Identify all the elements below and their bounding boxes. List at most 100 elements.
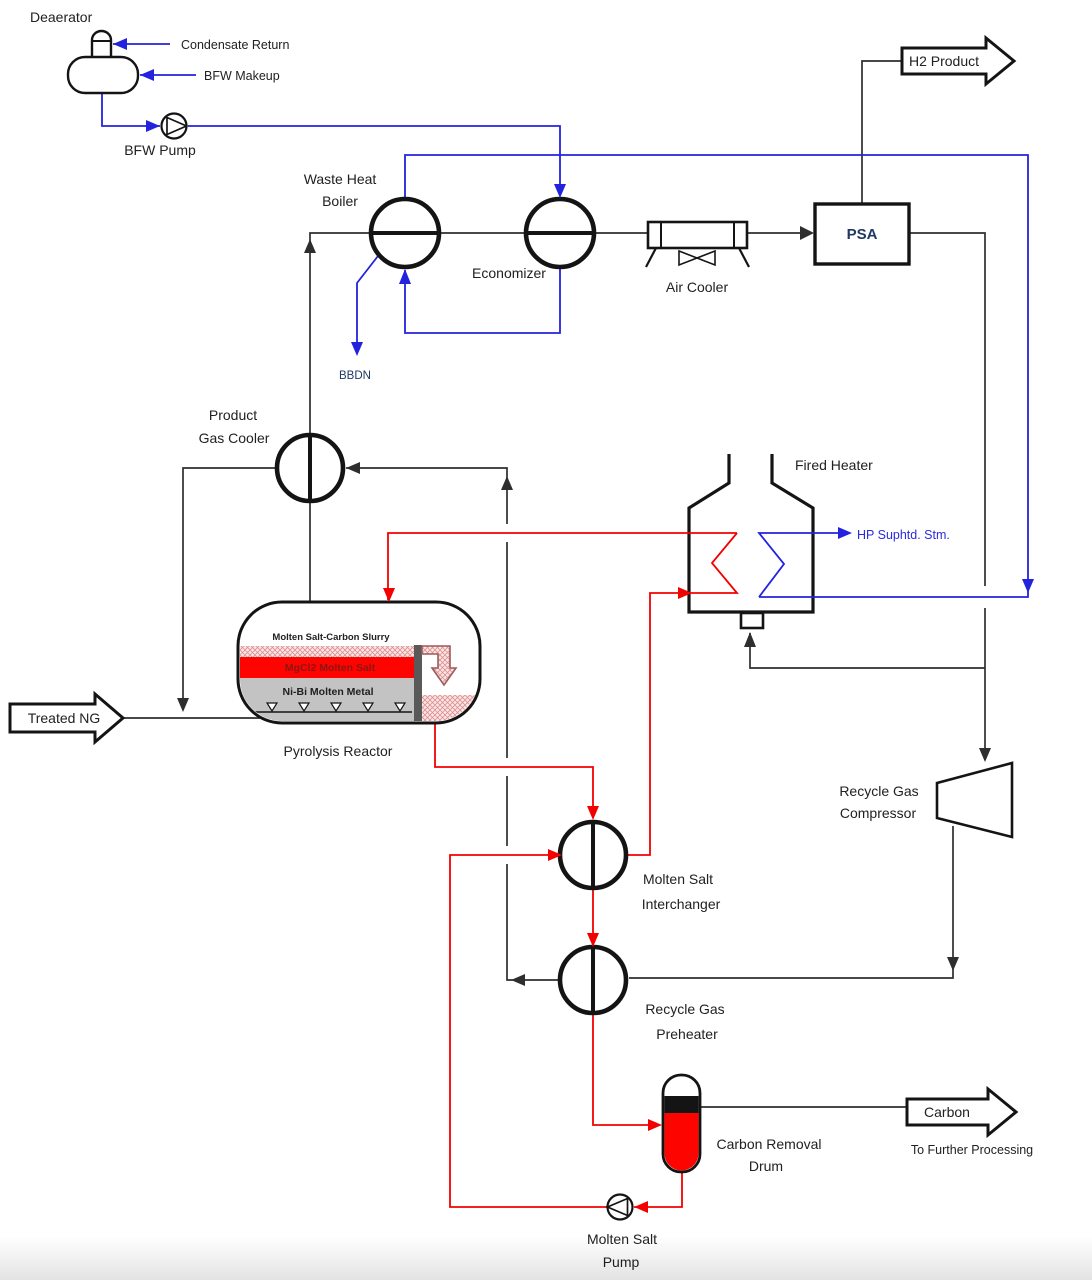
steam-to-superheater-line <box>404 154 1029 598</box>
flow-arrow-blue <box>351 342 363 356</box>
bfw-makeup-label: BFW Makeup <box>204 69 280 83</box>
treated-ng-label: Treated NG <box>28 710 101 726</box>
molten-metal-layer-label: Ni-Bi Molten Metal <box>283 686 374 698</box>
deaerator-label: Deaerator <box>30 9 93 25</box>
deaerator-nozzle <box>90 29 113 57</box>
flow-arrow <box>947 957 959 971</box>
heater-salt-coil <box>627 532 739 856</box>
carbon-removal-drum-label: Drum <box>749 1158 783 1174</box>
carbon-layer <box>664 1096 699 1113</box>
air-cooler-leg-right <box>738 247 750 268</box>
flow-arrow-blue <box>838 527 852 539</box>
product-gas-cooler-label: Product <box>209 407 257 423</box>
hot-salt-return-line <box>387 532 737 600</box>
flow-arrow-blue <box>554 184 566 198</box>
waste-heat-boiler-label: Waste Heat <box>304 171 377 187</box>
overflow-arrow-icon <box>421 645 458 687</box>
drum-salt-layer <box>664 1113 699 1171</box>
molten-salt-interchanger-label: Molten Salt <box>643 871 713 887</box>
deaerator-outlet-line <box>101 93 160 127</box>
air-cooler-leg-left <box>645 247 657 268</box>
molten-salt-layer <box>240 657 418 678</box>
treated-ng-arrow <box>8 690 126 746</box>
fuel-to-heater-line <box>749 633 985 669</box>
flow-arrow-blue <box>146 120 160 132</box>
flow-arrow-red <box>383 588 395 602</box>
recycle-gas-compressor-symbol <box>935 761 1014 839</box>
carbon-label: Carbon <box>924 1104 970 1120</box>
air-cooler-label: Air Cooler <box>666 279 729 295</box>
molten-salt-interchanger-label: Interchanger <box>642 896 721 912</box>
fired-heater-label: Fired Heater <box>795 457 873 473</box>
molten-metal-layer <box>240 678 418 721</box>
carbon-removal-drum-shell <box>661 1073 702 1174</box>
sparger-nozzle-icon <box>393 702 407 713</box>
carbon-drum-contents <box>664 1096 699 1171</box>
sparger-nozzle-icon <box>297 702 311 713</box>
psa-to-h2-line <box>861 60 901 204</box>
fired-heater-fuel-stub <box>739 611 765 630</box>
flow-arrow-red <box>678 587 692 599</box>
psa-label: PSA <box>847 226 878 243</box>
waste-heat-boiler-label: Boiler <box>322 193 358 209</box>
flow-arrow <box>304 239 316 253</box>
molten-salt-layer-label: MgCl2 Molten Salt <box>285 662 376 674</box>
air-cooler-fan-icon <box>694 249 716 267</box>
air-cooler-bundle <box>646 220 749 250</box>
reactor-salt-outlet-line <box>434 723 594 818</box>
recycle-gas-preheater-label: Recycle Gas <box>645 1001 724 1017</box>
quench-recycle-line <box>182 467 277 710</box>
hp-steam-label: HP Suphtd. Stm. <box>857 528 950 542</box>
condensate-return-label: Condensate Return <box>181 38 289 52</box>
preheater-to-drum-line <box>592 1013 648 1126</box>
flow-arrow <box>511 974 525 986</box>
recycle-gas-preheater-label: Preheater <box>656 1026 718 1042</box>
recycle-gas-compressor-label: Compressor <box>840 805 917 821</box>
reactor-baffle <box>414 645 422 721</box>
slurry-layer <box>240 646 418 657</box>
recycle-gas-riser-line <box>346 467 561 981</box>
h2-product-label: H2 Product <box>909 53 979 69</box>
bbdn-label: BBDN <box>339 370 371 382</box>
flow-arrow-red <box>634 1201 648 1213</box>
flow-arrow <box>346 462 360 474</box>
flow-arrow-blue <box>399 269 411 284</box>
page-bottom-shading <box>0 1236 1092 1280</box>
to-further-processing-label: To Further Processing <box>911 1143 1033 1157</box>
flow-arrow-red <box>587 933 599 947</box>
flow-arrow-red <box>587 806 599 820</box>
flow-arrow-blue <box>1022 579 1034 593</box>
bfw-pump-label: BFW Pump <box>124 142 196 158</box>
economizer-label: Economizer <box>472 265 546 281</box>
bfw-to-economizer-line <box>188 125 561 196</box>
bfw-pump-impeller-icon <box>166 116 189 136</box>
bbdn-line <box>356 255 379 350</box>
flow-arrow-red <box>648 1119 662 1131</box>
carbon-removal-drum-label: Carbon Removal <box>716 1136 821 1152</box>
flow-arrow <box>744 632 756 647</box>
molten-salt-pump-impeller-icon <box>605 1197 629 1217</box>
recycle-gas-compressor-label: Recycle Gas <box>839 783 918 799</box>
flow-arrow <box>501 476 513 490</box>
pyrolysis-reactor-contents <box>240 645 478 721</box>
h2-product-arrow <box>900 34 1017 88</box>
flow-arrow-blue <box>140 69 154 81</box>
sparger-nozzle-icon <box>265 702 279 713</box>
pump-to-interchanger-line <box>449 854 608 1208</box>
flow-arrow-blue <box>113 38 127 50</box>
economizer-to-whb-line <box>404 267 561 334</box>
flow-arrow-red <box>548 849 562 861</box>
psa-tailgas-line-upper <box>909 232 986 586</box>
compressor-discharge-line <box>629 826 954 979</box>
pyrolysis-reactor-shell <box>236 600 482 725</box>
sparger-nozzle-icon <box>361 702 375 713</box>
psa-unit <box>813 202 911 266</box>
sparger-nozzle-icon <box>329 702 343 713</box>
superheater-coil <box>757 532 848 598</box>
carbon-arrow <box>905 1085 1019 1139</box>
flow-arrow <box>177 698 189 712</box>
pyrolysis-reactor-label: Pyrolysis Reactor <box>284 743 393 759</box>
deaerator-vessel <box>66 55 140 95</box>
